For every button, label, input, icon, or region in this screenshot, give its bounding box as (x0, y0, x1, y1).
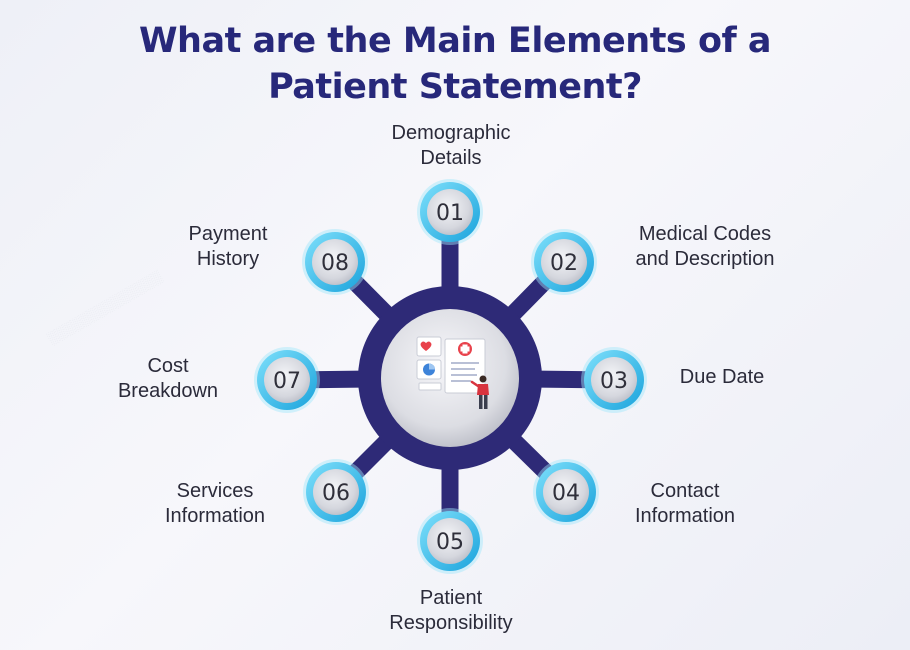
node-number: 06 (322, 481, 350, 506)
node-face (427, 189, 473, 235)
node-face (427, 518, 473, 564)
node-number: 07 (273, 369, 301, 394)
label-06: Services Information (164, 480, 266, 527)
node-08: 08 (302, 229, 368, 295)
node-face (312, 239, 358, 285)
page-title: What are the Main Elements of a Patient … (0, 18, 910, 110)
label-05: Patient Responsibility (389, 587, 513, 634)
title-line-1: What are the Main Elements of a (138, 21, 772, 61)
label-02: Medical Codes and Description (635, 223, 775, 270)
label-01: Demographic Details (391, 122, 511, 169)
node-face (264, 357, 310, 403)
node-07: 07 (254, 347, 320, 413)
nodes-group: 01 02 03 04 05 06 07 08 (254, 179, 647, 574)
node-04: 04 (533, 459, 599, 525)
node-number: 05 (436, 530, 464, 555)
node-number: 03 (600, 369, 628, 394)
node-02: 02 (531, 229, 597, 295)
node-face (543, 469, 589, 515)
node-number: 02 (550, 251, 578, 276)
node-face (541, 239, 587, 285)
label-03: Due Date (679, 366, 765, 388)
central-hub (358, 286, 542, 470)
title-line-2: Patient Statement? (268, 67, 642, 107)
node-number: 04 (552, 481, 580, 506)
node-number: 08 (321, 251, 349, 276)
node-03: 03 (581, 347, 647, 413)
node-05: 05 (417, 508, 483, 574)
node-number: 01 (436, 201, 464, 226)
label-04: Contact Information (634, 480, 736, 527)
node-06: 06 (303, 459, 369, 525)
node-01: 01 (417, 179, 483, 245)
node-face (591, 357, 637, 403)
medical-statement-illustration-icon (416, 336, 489, 409)
label-08: Payment History (188, 223, 268, 270)
label-07: Cost Breakdown (117, 355, 219, 402)
node-face (313, 469, 359, 515)
